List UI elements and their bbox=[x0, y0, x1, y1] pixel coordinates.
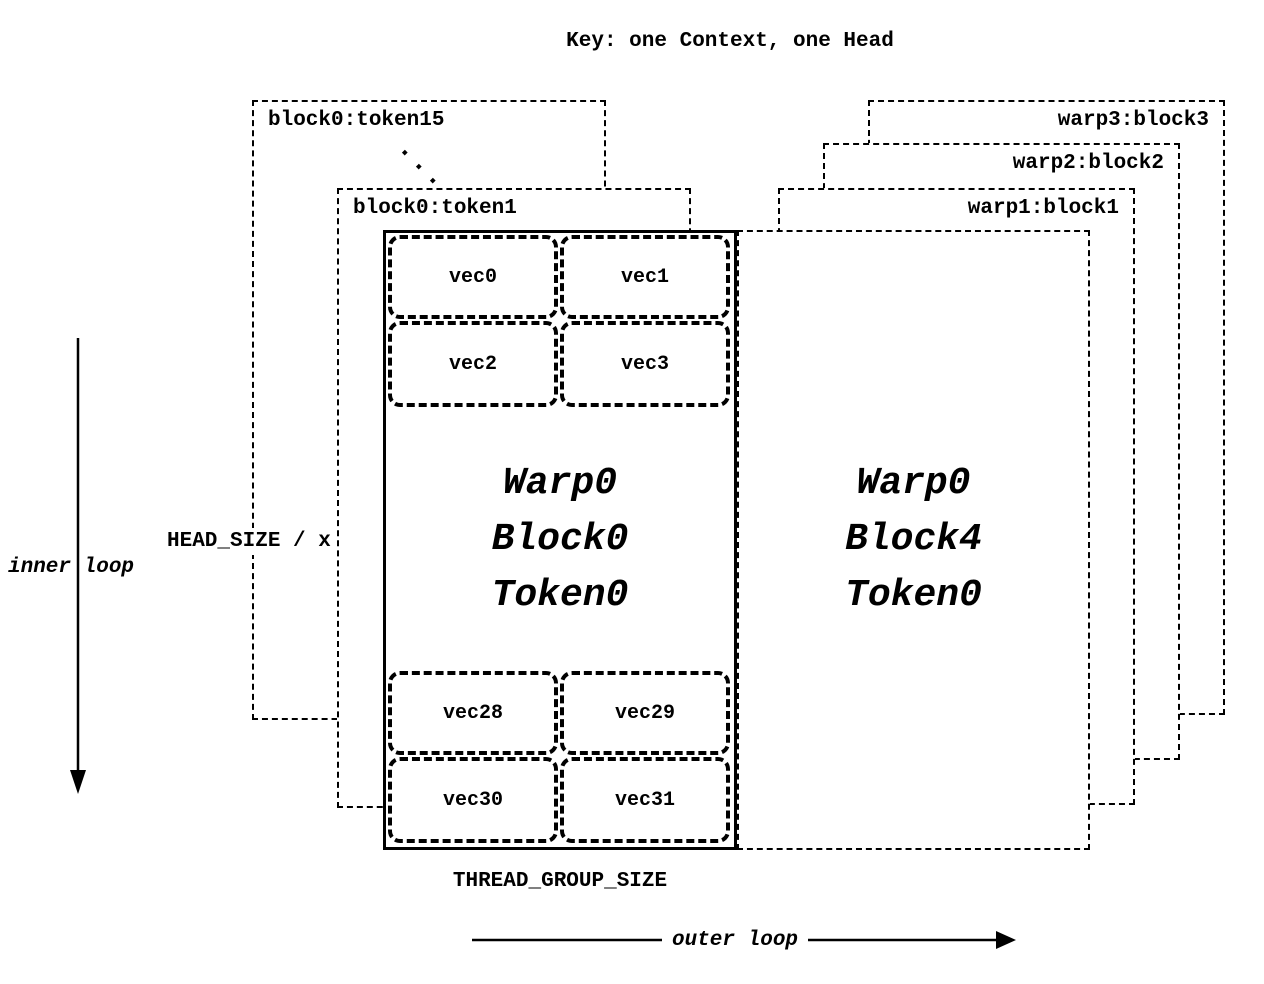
thread-group-size-label: THREAD_GROUP_SIZE bbox=[452, 870, 668, 893]
head-size-label: HEAD_SIZE / x bbox=[163, 528, 335, 555]
page-box-label: block0:token1 bbox=[353, 197, 517, 220]
vec-cell: vec3 bbox=[560, 321, 730, 407]
page-box-label: block0:token15 bbox=[268, 109, 445, 132]
caption-line: Block4 bbox=[845, 518, 982, 561]
page-box-label: warp3:block3 bbox=[1057, 109, 1209, 132]
vec-cell: vec1 bbox=[560, 235, 730, 319]
vec-cell: vec30 bbox=[388, 757, 558, 843]
diagram-title: Key: one Context, one Head bbox=[566, 30, 894, 53]
caption-line: Warp0 bbox=[502, 462, 618, 505]
page-box-label: warp2:block2 bbox=[1012, 152, 1164, 175]
block-caption: Warp0 Block0 Token0 bbox=[386, 456, 734, 624]
vec-cell: vec31 bbox=[560, 757, 730, 843]
vec-cell: vec28 bbox=[388, 671, 558, 755]
caption-line: Token0 bbox=[491, 574, 629, 617]
inner-loop-arrow bbox=[70, 338, 86, 794]
caption-line: Warp0 bbox=[856, 462, 971, 505]
block-caption: Warp0 Block4 Token0 bbox=[845, 456, 982, 624]
caption-line: Block0 bbox=[491, 518, 629, 561]
page-box-label: warp1:block1 bbox=[967, 197, 1119, 220]
warp0-block4-token0-box: Warp0 Block4 Token0 bbox=[737, 230, 1090, 850]
warp0-block0-token0-box: vec0 vec1 vec2 vec3 Warp0 Block0 Token0 … bbox=[383, 230, 737, 850]
vec-cell: vec0 bbox=[388, 235, 558, 319]
vec-cell: vec2 bbox=[388, 321, 558, 407]
vec-cell: vec29 bbox=[560, 671, 730, 755]
inner-loop-label: inner loop bbox=[8, 556, 135, 579]
caption-line: Token0 bbox=[845, 574, 982, 617]
outer-loop-label: outer loop bbox=[662, 929, 809, 952]
